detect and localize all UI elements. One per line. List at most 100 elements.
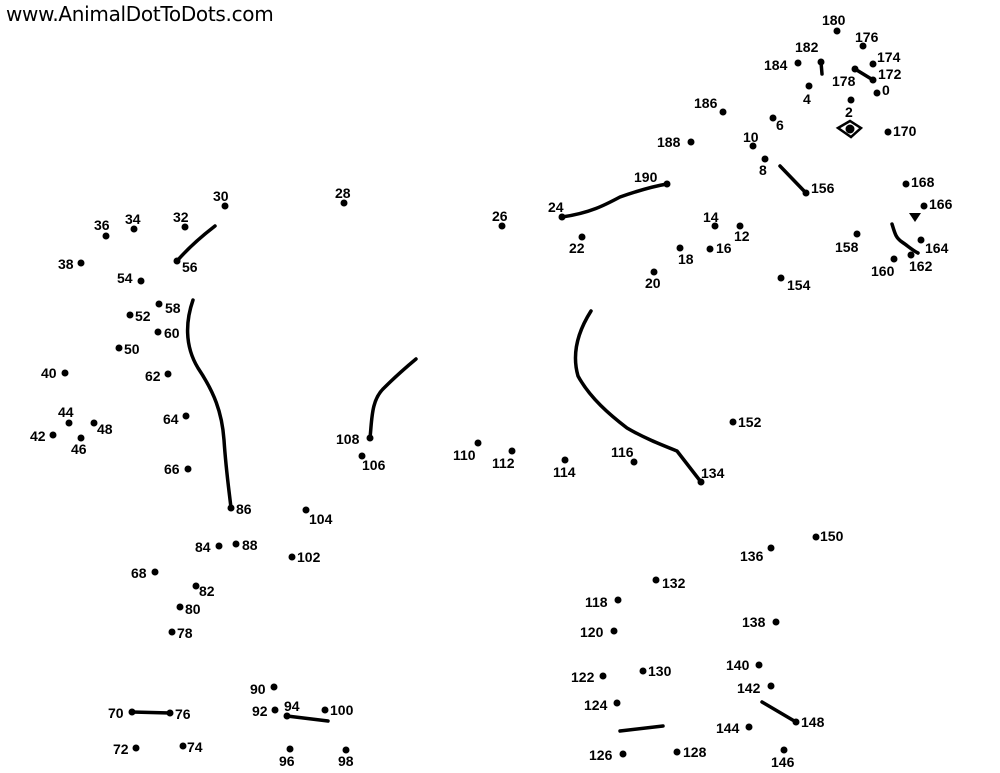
dot-point[interactable]	[719, 108, 727, 116]
dot-point[interactable]	[767, 682, 775, 690]
dot-point[interactable]	[745, 723, 753, 731]
dot-point[interactable]	[366, 434, 374, 442]
dot-point[interactable]	[755, 661, 763, 669]
dot-point[interactable]	[283, 712, 291, 720]
dot-point[interactable]	[794, 59, 802, 67]
dot-number-label: 168	[911, 174, 935, 190]
dot-point[interactable]	[619, 750, 627, 758]
dot-number-label: 10	[743, 129, 759, 145]
dot-number-label: 68	[131, 565, 147, 581]
dot-point[interactable]	[166, 709, 174, 717]
dot-point[interactable]	[130, 225, 138, 233]
dot-point[interactable]	[115, 344, 123, 352]
dot-point[interactable]	[192, 582, 200, 590]
dot-point[interactable]	[697, 478, 705, 486]
dot-point[interactable]	[833, 27, 841, 35]
dot-point[interactable]	[639, 667, 647, 675]
dot-point[interactable]	[652, 576, 660, 584]
dot-point[interactable]	[650, 268, 658, 276]
stroke-24-190	[560, 182, 669, 219]
dot-point[interactable]	[869, 60, 877, 68]
dot-point[interactable]	[176, 603, 184, 611]
dot-point[interactable]	[630, 458, 638, 466]
dot-point[interactable]	[812, 533, 820, 541]
dot-point[interactable]	[907, 251, 915, 259]
dot-point[interactable]	[358, 452, 366, 460]
dot-point[interactable]	[474, 439, 482, 447]
dot-point[interactable]	[578, 233, 586, 241]
dot-point[interactable]	[792, 718, 800, 726]
dot-point[interactable]	[736, 222, 744, 230]
dot-point[interactable]	[802, 189, 810, 197]
dot-point[interactable]	[155, 300, 163, 308]
dot-point[interactable]	[173, 257, 181, 265]
dot-point[interactable]	[215, 542, 223, 550]
dot-point[interactable]	[847, 96, 855, 104]
dot-point[interactable]	[182, 412, 190, 420]
dot-point[interactable]	[286, 745, 294, 753]
dot-point[interactable]	[137, 277, 145, 285]
dot-point[interactable]	[126, 311, 134, 319]
dot-point[interactable]	[77, 259, 85, 267]
dot-point[interactable]	[780, 746, 788, 754]
dot-point[interactable]	[851, 65, 859, 73]
dot-point[interactable]	[610, 627, 618, 635]
dot-point[interactable]	[706, 245, 714, 253]
dot-point[interactable]	[179, 742, 187, 750]
dot-point[interactable]	[805, 82, 813, 90]
dot-point[interactable]	[859, 42, 867, 50]
dot-point[interactable]	[132, 744, 140, 752]
dot-point[interactable]	[128, 708, 136, 716]
dot-point[interactable]	[90, 419, 98, 427]
dot-point[interactable]	[902, 180, 910, 188]
dot-point[interactable]	[729, 418, 737, 426]
dot-point[interactable]	[920, 202, 928, 210]
dot-point[interactable]	[558, 213, 566, 221]
dot-point[interactable]	[917, 236, 925, 244]
dot-point[interactable]	[508, 447, 516, 455]
dot-point[interactable]	[271, 706, 279, 714]
dot-point[interactable]	[288, 553, 296, 561]
dot-point[interactable]	[227, 504, 235, 512]
dot-point[interactable]	[673, 748, 681, 756]
dot-point[interactable]	[102, 232, 110, 240]
dot-point[interactable]	[181, 223, 189, 231]
dot-point[interactable]	[769, 114, 777, 122]
dot-point[interactable]	[614, 596, 622, 604]
dot-point[interactable]	[890, 255, 898, 263]
dot-point[interactable]	[151, 568, 159, 576]
dot-point[interactable]	[498, 222, 506, 230]
dot-point[interactable]	[853, 230, 861, 238]
dot-point[interactable]	[342, 746, 350, 754]
dot-point[interactable]	[599, 672, 607, 680]
dot-point[interactable]	[873, 89, 881, 97]
dot-point[interactable]	[61, 369, 69, 377]
dot-point[interactable]	[884, 128, 892, 136]
dot-point[interactable]	[561, 456, 569, 464]
dot-point[interactable]	[154, 328, 162, 336]
dot-point[interactable]	[777, 274, 785, 282]
dot-point[interactable]	[164, 370, 172, 378]
dot-point[interactable]	[817, 58, 825, 66]
dot-point[interactable]	[221, 202, 229, 210]
dot-point[interactable]	[65, 419, 73, 427]
dot-point[interactable]	[77, 434, 85, 442]
dot-point[interactable]	[49, 431, 57, 439]
dot-point[interactable]	[321, 706, 329, 714]
dot-point[interactable]	[663, 180, 671, 188]
dot-point[interactable]	[749, 142, 757, 150]
dot-point[interactable]	[869, 76, 877, 84]
dot-point[interactable]	[302, 506, 310, 514]
dot-point[interactable]	[761, 155, 769, 163]
dot-point[interactable]	[340, 199, 348, 207]
dot-point[interactable]	[772, 618, 780, 626]
dot-point[interactable]	[676, 244, 684, 252]
dot-point[interactable]	[184, 465, 192, 473]
dot-point[interactable]	[168, 628, 176, 636]
dot-point[interactable]	[687, 138, 695, 146]
dot-point[interactable]	[711, 222, 719, 230]
dot-point[interactable]	[613, 699, 621, 707]
dot-point[interactable]	[270, 683, 278, 691]
dot-point[interactable]	[767, 544, 775, 552]
dot-point[interactable]	[232, 540, 240, 548]
